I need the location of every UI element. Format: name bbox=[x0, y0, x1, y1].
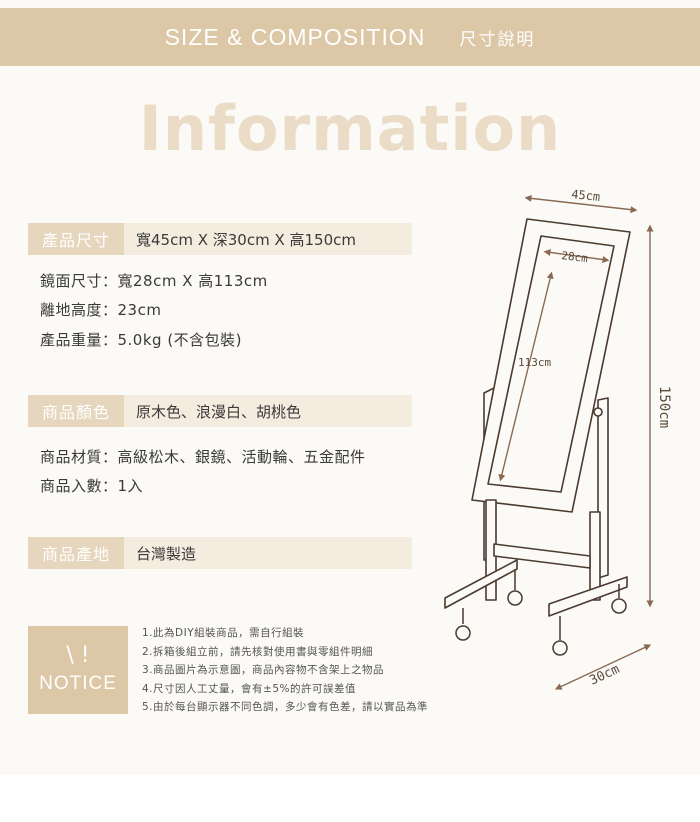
casters bbox=[455, 569, 627, 656]
banner-title-en: SIZE & COMPOSITION bbox=[164, 23, 426, 50]
caster-wheel bbox=[611, 598, 627, 614]
spec-color-value: 原木色、浪漫白、胡桃色 bbox=[124, 395, 412, 427]
warning-icon: \ ! bbox=[66, 643, 90, 668]
mirror-width-label: 28cm bbox=[561, 249, 589, 265]
stand-drawing bbox=[444, 218, 631, 617]
mirror-height-label: 113cm bbox=[518, 356, 551, 369]
spec-size-value: 寬45cm X 深30cm X 高150cm bbox=[124, 223, 412, 255]
notice-badge: \ ! NOTICE bbox=[28, 626, 128, 714]
spec-color-row: 商品顏色 原木色、浪漫白、胡桃色 bbox=[28, 395, 412, 427]
spec-size-row: 產品尺寸 寬45cm X 深30cm X 高150cm bbox=[28, 223, 412, 255]
spec-ground-height: 離地高度：23cm bbox=[40, 301, 162, 319]
left-foot bbox=[444, 559, 518, 609]
caster-wheel bbox=[455, 625, 471, 641]
spec-color-label: 商品顏色 bbox=[28, 395, 124, 427]
depth-dimension-line bbox=[554, 644, 652, 690]
width-label: 45cm bbox=[571, 187, 601, 204]
spec-mirror-size: 鏡面尺寸：寬28cm X 高113cm bbox=[40, 272, 268, 290]
notice-item: 1.此為DIY組裝商品，需自行組裝 bbox=[142, 627, 305, 639]
mirror-stand-diagram: 45cm 28cm 113cm 150cm 30cm bbox=[444, 187, 672, 690]
spec-quantity: 商品入數：1入 bbox=[40, 477, 144, 495]
notice-list: 1.此為DIY組裝商品，需自行組裝 2.拆箱後組立前，請先核對使用書與零組件明細… bbox=[142, 624, 428, 717]
height-label: 150cm bbox=[656, 386, 672, 428]
notice-item: 3.商品圖片為示意圖，商品內容物不含架上之物品 bbox=[142, 664, 385, 677]
spec-material: 商品材質：高級松木、銀鏡、活動輪、五金配件 bbox=[40, 448, 366, 466]
spec-origin-label: 商品產地 bbox=[28, 537, 124, 569]
caster-wheel bbox=[552, 640, 568, 656]
width-dimension-line bbox=[524, 194, 638, 214]
spec-size-label: 產品尺寸 bbox=[28, 223, 124, 255]
spec-origin-value: 台灣製造 bbox=[124, 537, 412, 569]
dimension-lines bbox=[498, 194, 654, 690]
notice-item: 5.由於每台顯示器不同色調，多少會有色差，請以實品為準 bbox=[142, 701, 429, 714]
spec-weight: 產品重量：5.0kg (不含包裝) bbox=[40, 331, 243, 349]
notice-item: 2.拆箱後組立前，請先核對使用書與零組件明細 bbox=[142, 645, 374, 658]
caster-wheel bbox=[507, 590, 523, 606]
spec-origin-row: 商品產地 台灣製造 bbox=[28, 537, 412, 569]
notice-item: 4.尺寸因人工丈量，會有±5%的許可誤差值 bbox=[142, 682, 356, 695]
page-heading: Information bbox=[138, 92, 562, 165]
mirror-width-dimension-line bbox=[543, 249, 610, 263]
right-foot bbox=[548, 576, 628, 617]
notice-label: NOTICE bbox=[39, 673, 117, 694]
header-banner: SIZE & COMPOSITION 尺寸說明 bbox=[0, 8, 700, 66]
mirror-height-dimension-line bbox=[498, 271, 554, 482]
banner-title-zh: 尺寸說明 bbox=[459, 29, 536, 50]
